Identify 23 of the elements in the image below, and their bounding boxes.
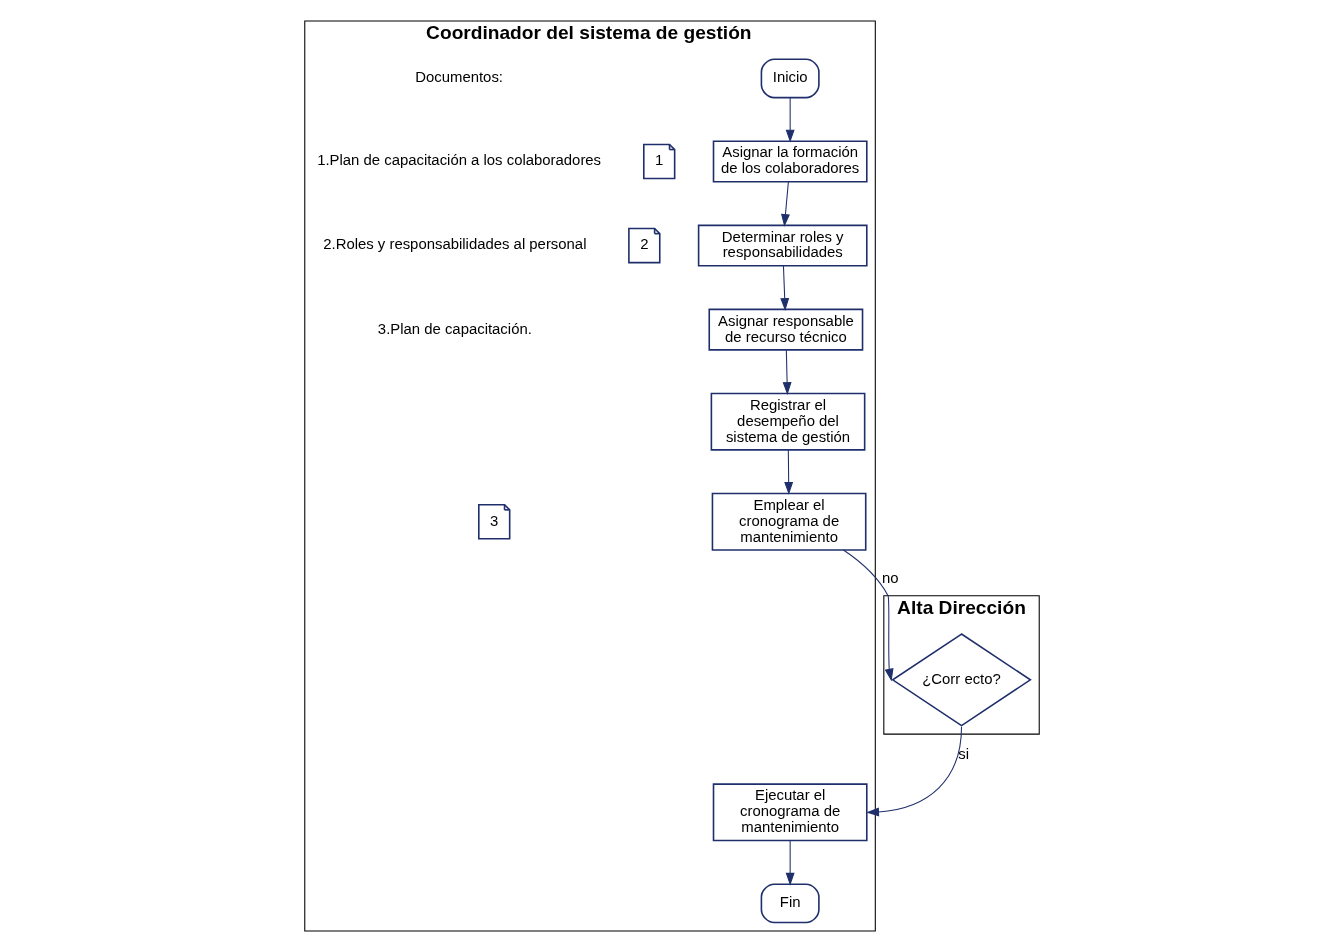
- arrow: [865, 726, 962, 817]
- node-box: Ejecutar el cronograma de mantenimiento: [712, 783, 868, 842]
- node-diamond: ¿Corr ecto?: [890, 633, 1032, 727]
- label: 2.Roles y responsabilidades al personal: [322, 236, 586, 253]
- arrow: [785, 840, 795, 886]
- arrow: [782, 349, 792, 395]
- arrow: [785, 97, 795, 143]
- node-box: Asignar responsable de recurso técnico: [707, 308, 863, 351]
- node-box: Inicio: [760, 58, 820, 99]
- node-box: Registrar el desempeño del sistema de gestión: [710, 392, 865, 451]
- arrow: [779, 265, 789, 311]
- arrow: [780, 181, 790, 227]
- arrow: [842, 549, 893, 682]
- node-box: Emplear el cronograma de mantenimiento: [711, 492, 867, 551]
- label: 3.Plan de capacitación.: [377, 320, 532, 337]
- edge-label: si: [957, 745, 969, 762]
- label: 1.Plan de capacitación a los colaboradores: [316, 152, 601, 169]
- node-box: Asignar la formación de los colaboradores: [712, 140, 868, 183]
- arrow: [783, 449, 793, 495]
- node-box: Fin: [760, 883, 820, 924]
- label: Documentos:: [414, 69, 503, 86]
- node-box: Determinar roles y responsabilidades: [697, 224, 868, 267]
- edge-label: no: [881, 570, 898, 587]
